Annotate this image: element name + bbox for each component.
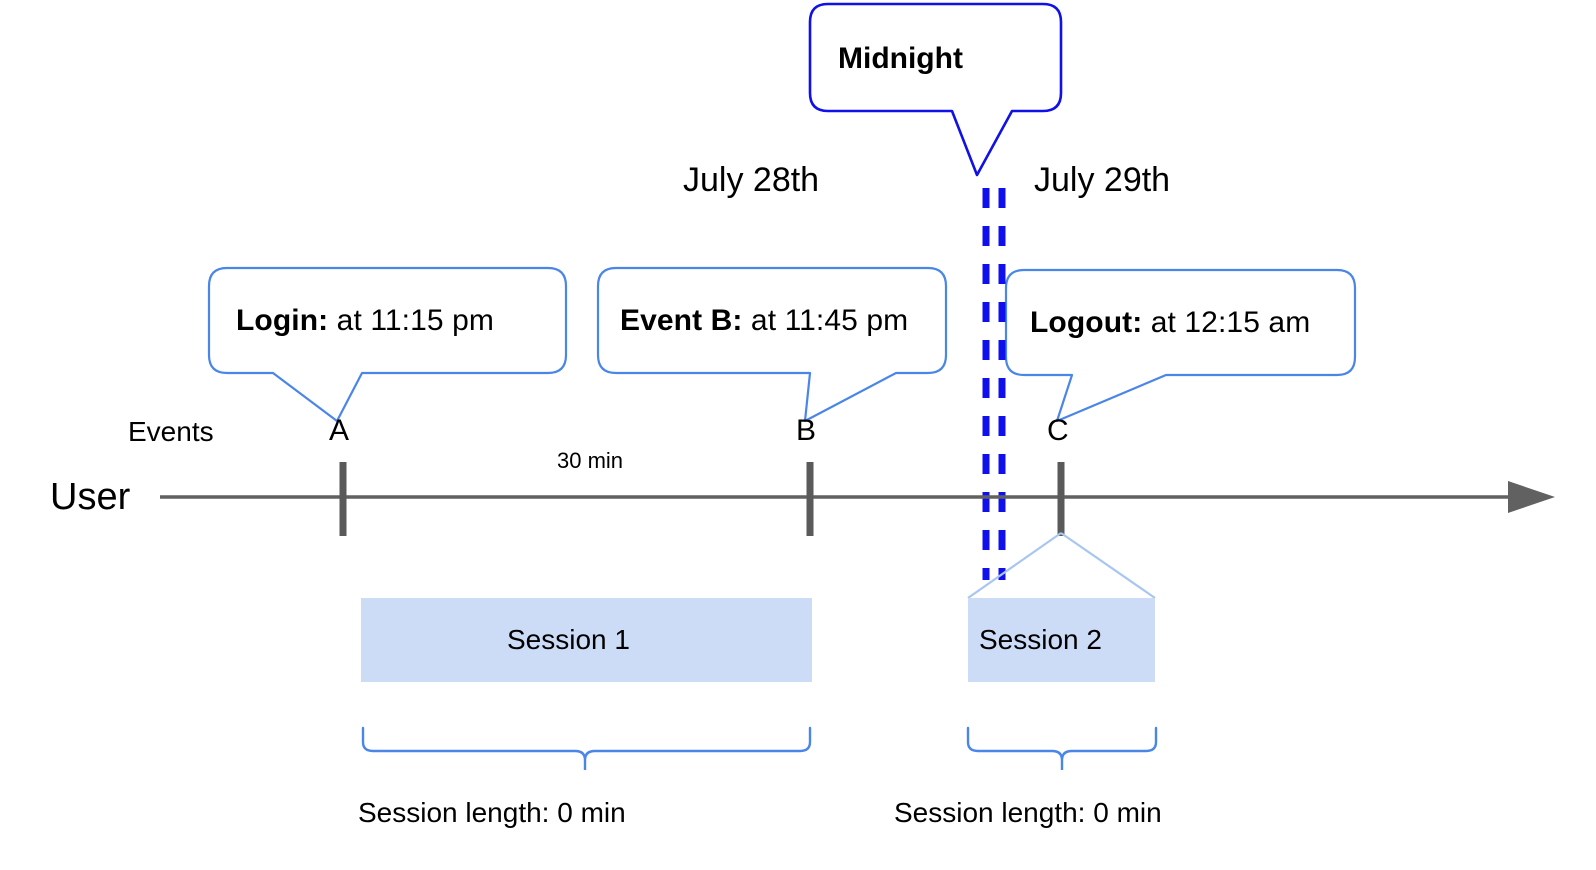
midnight-callout-shape: [808, 2, 1063, 177]
session-1-brace: [361, 726, 812, 770]
axis-arrowhead-icon: [1508, 481, 1555, 513]
midnight-boundary-lines: [982, 188, 1006, 580]
login-callout-text: Login: at 11:15 pm: [236, 306, 494, 336]
user-row-label: User: [50, 476, 131, 518]
session2-connector-right: [1060, 532, 1156, 599]
session-1-length-label: Session length: 0 min: [358, 797, 626, 828]
eventb-callout-text: Event B: at 11:45 pm: [620, 306, 908, 336]
event-letter-c: C: [1047, 414, 1069, 447]
date-label-july-29: July 29th: [1034, 161, 1171, 199]
events-row-label: Events: [128, 416, 214, 447]
session2-connectors: [967, 532, 1156, 599]
midnight-bubble-path: [808, 2, 1063, 177]
session-2-brace: [966, 726, 1158, 770]
logout-callout-rest: at 12:15 am: [1142, 306, 1311, 339]
login-callout-bold: Login:: [236, 304, 329, 337]
date-label-july-28: July 28th: [683, 161, 820, 199]
login-callout-shape: [207, 266, 568, 423]
event-ticks: [339, 462, 1065, 536]
login-callout-rest: at 11:15 pm: [328, 304, 494, 337]
eventb-callout-rest: at 11:45 pm: [742, 304, 909, 337]
midnight-callout-label: Midnight: [838, 42, 963, 75]
eventb-bubble-path: [596, 266, 948, 423]
event-letter-a: A: [329, 414, 350, 447]
duration-label-a-to-b: 30 min: [557, 448, 624, 473]
session-1-label: Session 1: [507, 624, 630, 655]
timeline-axis: [160, 481, 1555, 513]
session2-connector-left: [967, 532, 1062, 599]
session-1-box: [361, 598, 812, 682]
session-boxes: [361, 598, 1155, 682]
logout-callout-text: Logout: at 12:15 am: [1030, 308, 1310, 338]
session-2-length-label: Session length: 0 min: [894, 797, 1162, 828]
logout-callout-bold: Logout:: [1030, 306, 1143, 339]
session-2-label: Session 2: [979, 624, 1102, 655]
login-bubble-path: [207, 266, 568, 423]
logout-callout-shape: [1004, 268, 1357, 423]
session-braces: [361, 726, 1158, 770]
logout-bubble-path: [1004, 268, 1357, 423]
eventb-callout-shape: [596, 266, 948, 423]
session-2-box: [968, 598, 1155, 682]
event-letter-b: B: [796, 414, 817, 447]
eventb-callout-bold: Event B:: [620, 304, 743, 337]
